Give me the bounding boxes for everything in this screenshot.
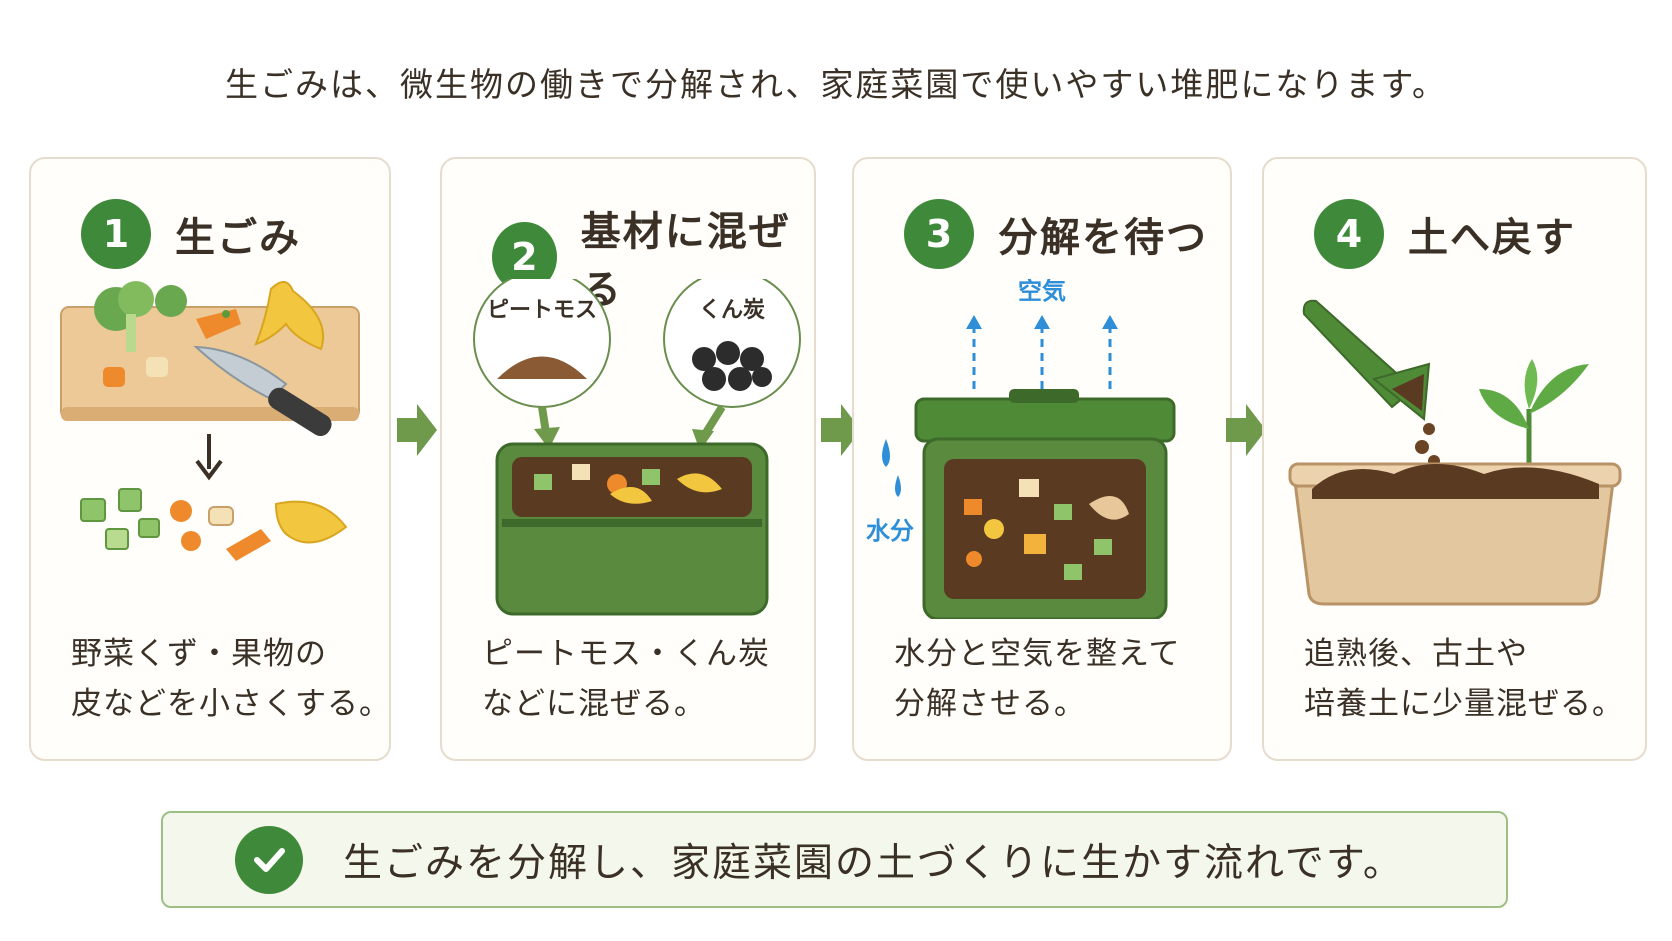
compost-bin-illustration: 空気 水分	[866, 279, 1176, 619]
headline: 生ごみは、微生物の働きで分解され、家庭菜園で使いやすい堆肥になります。	[224, 65, 1448, 104]
flow-arrow-icon	[397, 404, 437, 456]
step-header: 3 分解を待つ	[904, 199, 1208, 269]
step-card-4: 4 土へ戻す 追熟後、古土や 培養土に少量混ぜる。	[1262, 157, 1647, 761]
step-title: 土へ戻す	[1408, 215, 1576, 261]
step-number-badge: 4	[1314, 199, 1384, 269]
kitchen-scraps-illustration	[60, 281, 360, 561]
step-description: ピートモス・くん炭 などに混ぜる。	[482, 636, 770, 722]
step-number-badge: 1	[81, 199, 151, 269]
step-card-3: 3 分解を待つ 空気 水分 水分と空気を整えて 分解させる。	[852, 157, 1232, 761]
step-description: 追熟後、古土や 培養土に少量混ぜる。	[1304, 636, 1624, 722]
step-title: 分解を待つ	[998, 215, 1208, 261]
step-number-badge: 3	[904, 199, 974, 269]
summary-banner: 生ごみを分解し、家庭菜園の土づくりに生かす流れです。	[161, 811, 1508, 908]
flow-arrow-icon	[821, 404, 861, 456]
step-description: 水分と空気を整えて 分解させる。	[894, 636, 1181, 722]
step-description: 野菜くず・果物の 皮などを小さくする。	[71, 636, 391, 722]
flow-arrow-icon	[1226, 404, 1266, 456]
check-icon	[235, 825, 303, 894]
water-label: 水分	[866, 517, 914, 545]
planter-illustration	[1288, 299, 1622, 606]
step-header: 1 生ごみ	[81, 199, 301, 269]
step-card-2: 2 基材に混ぜる ピートモス くん炭 ピートモス・くん炭 などに混ぜる。	[440, 157, 816, 761]
step-card-1: 1 生ごみ 野菜くず・果物の 皮などを小さくする。	[29, 157, 391, 761]
bin-mixing-illustration: ピートモス くん炭	[473, 279, 801, 616]
summary-text: 生ごみを分解し、家庭菜園の土づくりに生かす流れです。	[343, 840, 1404, 886]
step-header: 4 土へ戻す	[1314, 199, 1576, 269]
step-title: 生ごみ	[175, 215, 301, 261]
peat-moss-label: ピートモス	[487, 298, 597, 323]
charcoal-label: くん炭	[699, 297, 765, 323]
air-label: 空気	[1018, 279, 1066, 305]
